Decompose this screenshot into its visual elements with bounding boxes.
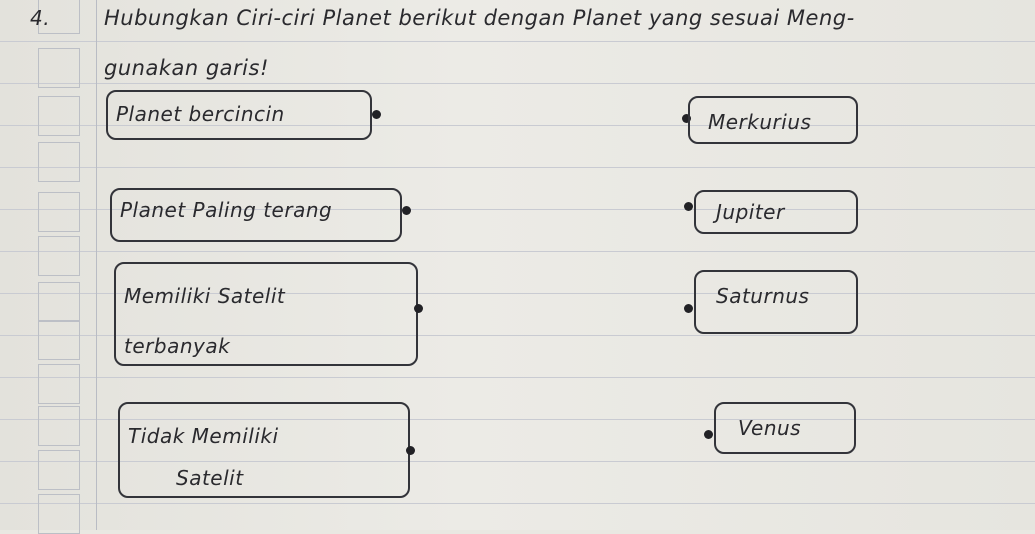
instruction-line-2: gunakan garis!: [104, 56, 269, 80]
characteristic-text: Memiliki Satelit: [124, 284, 286, 308]
margin-cell: [38, 282, 80, 322]
margin-cell: [38, 406, 80, 446]
planet-name: Saturnus: [716, 284, 810, 308]
margin-cell: [38, 192, 80, 232]
margin-cell: [38, 0, 80, 34]
planet-name: Venus: [738, 416, 802, 440]
connector-dot[interactable]: [704, 430, 713, 439]
characteristic-text: terbanyak: [124, 334, 231, 358]
planet-box-4[interactable]: Venus: [714, 402, 856, 454]
connector-dot[interactable]: [414, 304, 423, 313]
characteristic-text: Planet bercincin: [116, 102, 285, 126]
margin-cell: [38, 48, 80, 88]
connector-dot[interactable]: [684, 202, 693, 211]
characteristic-box-2[interactable]: Planet Paling terang: [110, 188, 402, 242]
planet-box-3[interactable]: Saturnus: [694, 270, 858, 334]
characteristic-box-1[interactable]: Planet bercincin: [106, 90, 372, 140]
margin-cell: [38, 320, 80, 360]
characteristic-text: Planet Paling terang: [120, 198, 333, 222]
margin-cell: [38, 494, 80, 534]
characteristic-text: Tidak Memiliki: [128, 424, 279, 448]
characteristic-box-3[interactable]: Memiliki Satelit terbanyak: [114, 262, 418, 366]
planet-box-1[interactable]: Merkurius: [688, 96, 858, 144]
connector-dot[interactable]: [684, 304, 693, 313]
margin-cell: [38, 96, 80, 136]
characteristic-text: Satelit: [176, 466, 244, 490]
margin-cell: [38, 450, 80, 490]
margin-cell: [38, 364, 80, 404]
margin-cell: [38, 142, 80, 182]
connector-dot[interactable]: [402, 206, 411, 215]
instruction-line-1: Hubungkan Ciri-ciri Planet berikut denga…: [104, 6, 855, 30]
connector-dot[interactable]: [682, 114, 691, 123]
margin-cell: [38, 236, 80, 276]
connector-dot[interactable]: [372, 110, 381, 119]
question-number: 4.: [30, 6, 51, 30]
planet-name: Merkurius: [708, 110, 812, 134]
planet-box-2[interactable]: Jupiter: [694, 190, 858, 234]
planet-name: Jupiter: [716, 200, 785, 224]
connector-dot[interactable]: [406, 446, 415, 455]
characteristic-box-4[interactable]: Tidak Memiliki Satelit: [118, 402, 410, 498]
margin-line: [96, 0, 97, 530]
